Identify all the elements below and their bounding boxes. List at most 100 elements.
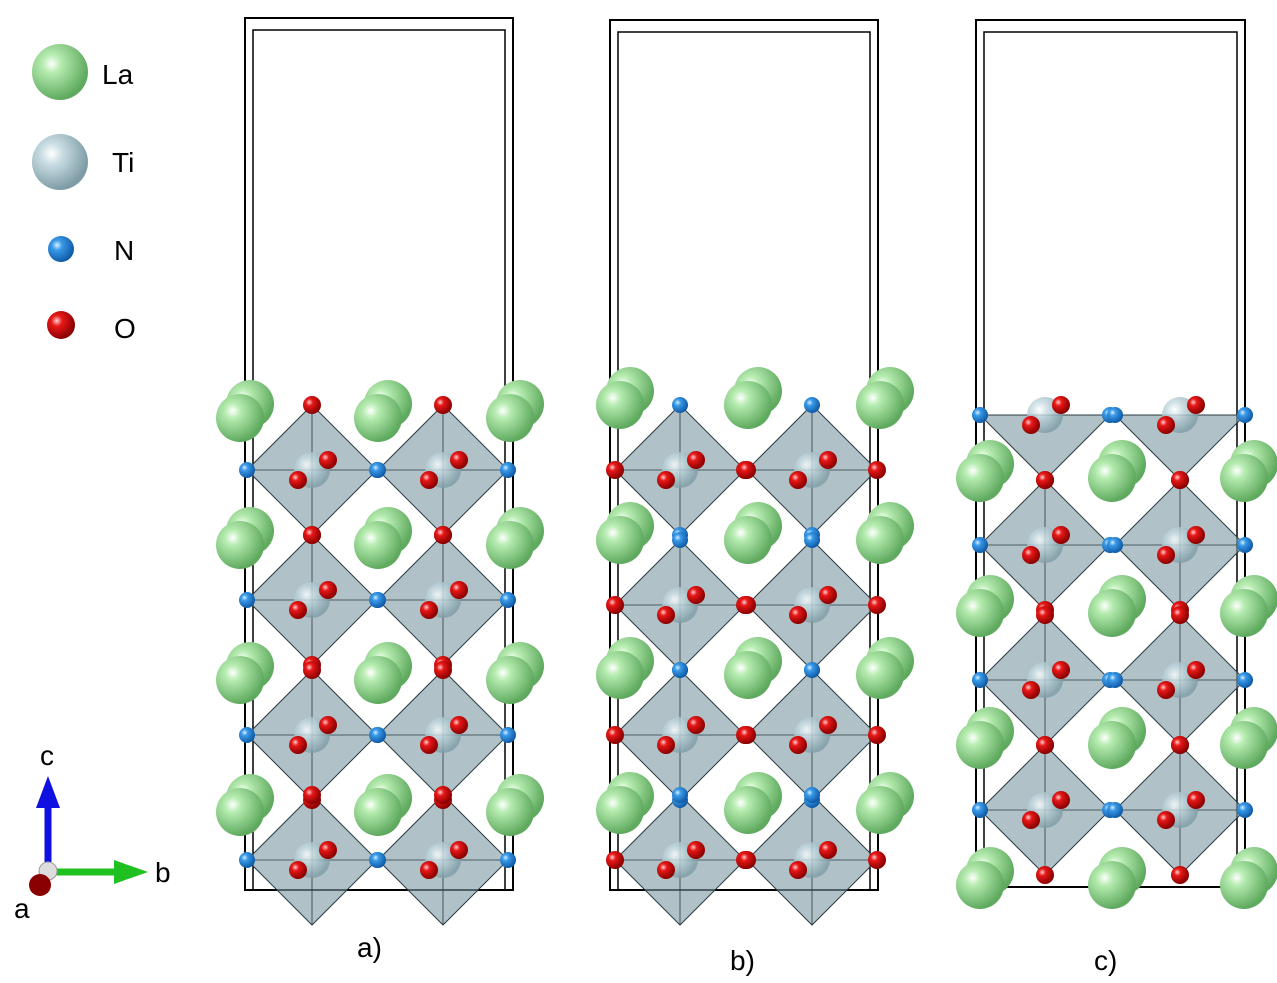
la-atom [596,651,644,699]
o-atom [687,451,705,469]
o-atom [1157,811,1175,829]
la-atom [1088,454,1136,502]
o-atom [420,601,438,619]
o-atom [289,471,307,489]
n-atom [500,852,516,868]
n-atom [804,787,820,803]
n-atom [500,592,516,608]
n-atom [500,727,516,743]
c-axis-label: c [40,740,54,771]
la-atom [216,656,264,704]
la-atom [724,381,772,429]
la-atom [1220,589,1268,637]
o-atom [1022,811,1040,829]
o-atom [1052,396,1070,414]
c-axis-arrowhead-icon [36,776,60,808]
o-atom [606,851,624,869]
o-atom [789,606,807,624]
o-atom [1187,396,1205,414]
o-atom [868,596,886,614]
o-atom [303,526,321,544]
la-atom [354,394,402,442]
o-atom [657,736,675,754]
n-atom [239,592,255,608]
n-atom [370,727,386,743]
structure-panel-a [216,17,544,926]
n-atom [972,672,988,688]
o-atom [687,716,705,734]
o-atom [303,786,321,804]
n-atom [1237,672,1253,688]
n-atom [672,532,688,548]
la-atom [956,861,1004,909]
n-atom [672,787,688,803]
o-atom [819,586,837,604]
o-atom [420,736,438,754]
n-atom [1237,802,1253,818]
la-atom [486,788,534,836]
unit-cell-back-face [252,29,506,891]
la-atom [216,788,264,836]
n-atom [370,592,386,608]
a-axis-arrow [29,874,51,896]
la-atom [856,786,904,834]
o-atom [1171,736,1189,754]
n-atom [972,537,988,553]
legend: La Ti N O [32,44,136,344]
o-atom [1022,681,1040,699]
la-atom [1088,721,1136,769]
o-atom [1171,471,1189,489]
o-atom [1157,681,1175,699]
la-atom [1088,589,1136,637]
la-atom [724,516,772,564]
o-atom [868,461,886,479]
la-atom [856,651,904,699]
n-atom [239,727,255,743]
o-atom [606,596,624,614]
n-atom [972,407,988,423]
o-atom [1157,416,1175,434]
o-atom [1171,606,1189,624]
la-atom [596,516,644,564]
o-atom [1052,791,1070,809]
o-atom [303,396,321,414]
la-atom [856,516,904,564]
o-atom [789,861,807,879]
o-atom [1022,546,1040,564]
n-atom [370,852,386,868]
n-atom [804,397,820,413]
b-axis-arrowhead-icon [114,860,148,884]
o-atom [1171,866,1189,884]
axis-indicator: c b a [14,740,171,924]
o-atom [606,726,624,744]
n-legend-icon [48,236,74,262]
n-atom [972,802,988,818]
n-atom [804,532,820,548]
o-atom [1036,606,1054,624]
n-atom [1107,537,1123,553]
o-atom [657,861,675,879]
o-atom [657,471,675,489]
o-atom [1052,526,1070,544]
la-atom [724,651,772,699]
la-atom [1220,454,1268,502]
o-atom [450,451,468,469]
la-atom [486,394,534,442]
o-atom [289,861,307,879]
panel-label-c: c) [1094,945,1117,976]
o-atom [789,471,807,489]
n-atom [1107,407,1123,423]
o-atom [819,451,837,469]
n-atom [239,852,255,868]
o-atom [1022,416,1040,434]
o-atom [450,841,468,859]
ti-legend-icon [32,134,88,190]
b-axis-label: b [155,857,171,888]
la-atom [216,394,264,442]
structure-panel-b [596,19,914,926]
a-axis-label: a [14,893,30,924]
structure-panel-c [956,19,1277,909]
o-atom [434,661,452,679]
o-atom [450,716,468,734]
o-atom [1036,866,1054,884]
